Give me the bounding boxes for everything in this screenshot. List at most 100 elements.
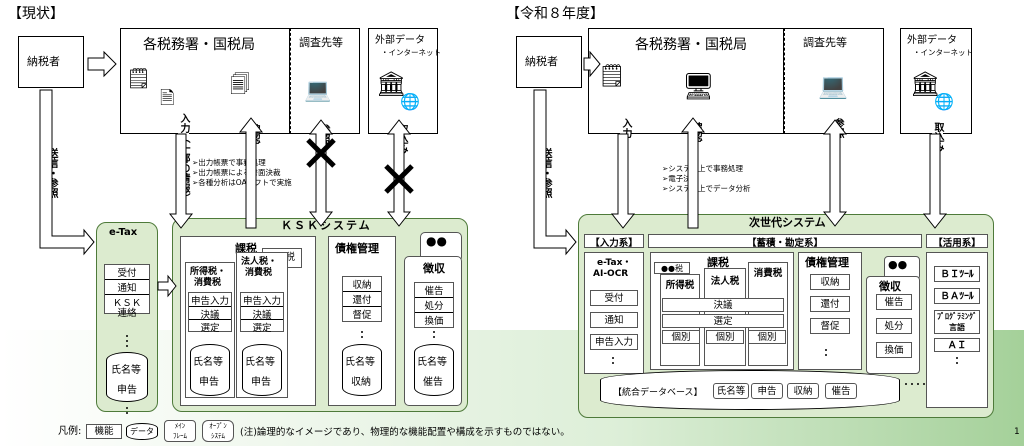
- building-icon: 🏛: [910, 70, 941, 98]
- cross-mark: [306, 138, 336, 168]
- bi-tool: ＢＩﾂｰﾙ: [934, 266, 980, 282]
- ksk-income-functions: 申告入力 決議 選定: [188, 292, 232, 334]
- ksk-income-db-2: 申告: [199, 377, 219, 388]
- left-taxpayer-label: 納税者: [27, 55, 60, 68]
- right-etax-receive: 受付: [590, 290, 638, 306]
- left-reference-arrow: [308, 119, 334, 227]
- ksk-decision-1: 決議: [189, 307, 231, 321]
- right-survey-label: 調査先等: [803, 36, 847, 49]
- ksk-selection-1: 選定: [200, 323, 220, 334]
- right-external-box: 外部データ ・インターネット: [900, 28, 973, 134]
- ksk-income-tax-2: 消費税: [194, 278, 222, 288]
- ksk-collect-title: 徴収: [423, 262, 445, 275]
- left-etax-notify: 通知: [105, 280, 149, 295]
- db-item-filing: 申告: [751, 383, 783, 399]
- ksk-credit-db-2: 収納: [351, 377, 371, 388]
- next-gen-system-title: 次世代システム: [749, 216, 826, 229]
- right-collect-sale: 換価: [876, 342, 912, 358]
- legend-function: 機能: [86, 424, 122, 439]
- integrated-database-title: 【統合データベース】: [613, 388, 703, 398]
- right-credit-receipt: 収納: [810, 274, 850, 290]
- left-confirm-arrow: [238, 117, 264, 229]
- left-etax-functions: 受付 通知 ＫＳＫ 連絡: [104, 264, 150, 319]
- document-icon: 🗎: [160, 88, 175, 109]
- left-offices-box: 各税務署・国税局: [120, 28, 290, 134]
- right-collect-disposal: 処分: [876, 318, 912, 334]
- left-etax-liaison: 連絡: [117, 308, 137, 319]
- left-survey-label: 調査先等: [299, 36, 343, 49]
- use-system-header: 【活用系】: [926, 234, 988, 249]
- right-note-3: ➢システム上でデータ分析: [662, 184, 751, 193]
- legend-mainframe: ﾒｲﾝ ﾌﾚｰﾑ: [164, 420, 196, 442]
- ksk-decision-2: 決議: [241, 307, 283, 321]
- document-icon: 🗒: [126, 66, 152, 90]
- left-etax-ksk: ＫＳＫ: [112, 298, 142, 309]
- ellipsis-marks: [126, 331, 958, 414]
- ksk-credit-db: 氏名等 収納: [342, 344, 382, 396]
- left-input-arrow: [168, 133, 194, 229]
- left-title: 【現状】: [8, 6, 64, 22]
- db-item-receipt: 収納: [787, 383, 819, 399]
- right-note-2: ➢電子決裁: [662, 174, 699, 183]
- right-taxpayer-label: 納税者: [525, 55, 558, 68]
- ksk-collect-db-1: 氏名等: [417, 357, 447, 368]
- ksk-credit-refund: 還付: [343, 292, 381, 307]
- ai-tool: ＡＩ: [934, 338, 980, 352]
- legend-mainframe-1: ﾒｲﾝ: [174, 422, 186, 430]
- left-etax-ksk-arrow: [157, 274, 177, 298]
- ksk-corp-functions: 申告入力 決議 選定: [240, 292, 284, 334]
- building-icon: 🏛: [376, 70, 407, 98]
- legend-open-2: ｼｽﾃﾑ: [211, 432, 225, 440]
- right-send-arrow: [533, 89, 577, 256]
- right-indiv-3: 個別: [748, 330, 786, 344]
- left-etax-title: e-Tax: [109, 227, 138, 238]
- globe-icon: 🌐: [934, 92, 954, 111]
- right-selection: 選定: [662, 314, 784, 328]
- left-taxpayer-box: 納税者: [18, 36, 84, 88]
- ksk-corp-tax-1: 法人税・: [241, 257, 278, 267]
- right-reference-arrow: [822, 119, 848, 227]
- document-icon: 🗒: [598, 64, 626, 89]
- left-import-arrow: [386, 119, 412, 227]
- legend-open-system: ｵｰﾌﾟﾝ ｼｽﾃﾑ: [202, 420, 234, 442]
- right-credit-refund: 還付: [810, 296, 850, 312]
- ksk-income-tax-1: 所得税・: [190, 267, 227, 277]
- right-etax-title-1: e-Tax・: [597, 258, 632, 268]
- left-etax-db: 氏名等 申告: [106, 352, 148, 402]
- ksk-collect-sale: 換価: [424, 316, 444, 327]
- legend-label: 凡例:: [58, 426, 82, 437]
- ksk-collect-db: 氏名等 催告: [414, 344, 454, 396]
- laptop-icon: 💻: [304, 78, 332, 103]
- ksk-collect-db-2: 催告: [423, 377, 443, 388]
- right-hollow-arrow-right: [583, 50, 601, 78]
- integrated-database: 【統合データベース】 氏名等 申告 収納 催告: [600, 370, 900, 410]
- ksk-credit-db-1: 氏名等: [345, 357, 375, 368]
- dots-icon: ●●: [888, 258, 908, 271]
- db-item-name: 氏名等: [713, 383, 749, 399]
- right-offices-box: 各税務署・国税局: [588, 28, 784, 134]
- left-etax-db-1: 氏名等: [111, 365, 141, 376]
- left-internet-label: ・インターネット: [381, 48, 441, 57]
- right-credit-demand: 督促: [810, 318, 850, 334]
- right-confirm-arrow: [680, 117, 706, 229]
- monitor-icon: 🖥: [682, 72, 716, 102]
- right-note-1: ➢システム上で事務処理: [662, 164, 744, 173]
- left-etax-db-2: 申告: [117, 385, 137, 396]
- ksk-corp-db: 氏名等 申告: [242, 344, 282, 396]
- right-survey-box: 調査先等: [784, 28, 884, 134]
- ksk-collect-reminder: 催告: [415, 283, 453, 298]
- right-collect-title: 徴収: [879, 280, 901, 293]
- right-collect-reminder: 催告: [876, 294, 912, 310]
- left-note-1: ➢出力帳票で事務処理: [192, 158, 266, 167]
- store-system-header: 【蓄積・勘定系】: [648, 234, 922, 249]
- right-offices-label: 各税務署・国税局: [635, 37, 747, 53]
- right-title: 【令和８年度】: [506, 6, 604, 22]
- ksk-collect-functions: 催告 処分 換価: [414, 282, 454, 328]
- left-etax-receive: 受付: [105, 265, 149, 280]
- ba-tool: ＢＡﾂｰﾙ: [934, 288, 980, 304]
- ksk-collect-disposal: 処分: [415, 298, 453, 313]
- left-send-arrow: [39, 89, 95, 256]
- right-input-arrow: [610, 133, 636, 229]
- legend-data: データ: [126, 423, 158, 440]
- laptop-icon: 💻: [818, 72, 848, 100]
